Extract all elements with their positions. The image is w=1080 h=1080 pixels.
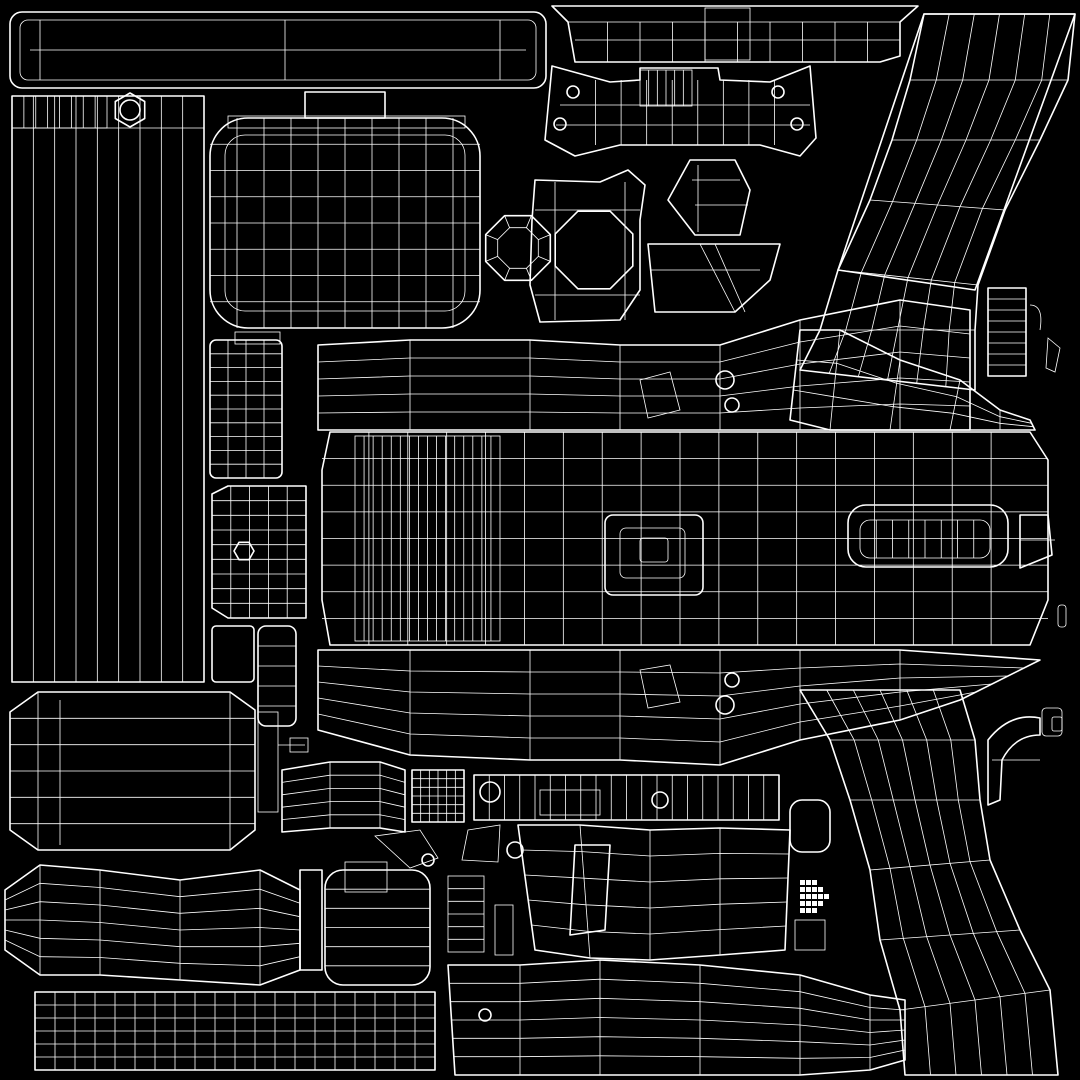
magazine-curved xyxy=(517,799,831,961)
bracket-upper xyxy=(544,65,817,157)
barrel-lower xyxy=(299,861,906,1076)
trigger-guard-right xyxy=(799,689,1059,1076)
hex-nut-small xyxy=(114,92,146,128)
hex-ring-left xyxy=(484,214,552,282)
top-center-long-bar xyxy=(551,5,919,63)
tall-ribbed-panel xyxy=(11,95,205,683)
hex-box-left xyxy=(211,485,307,619)
cylinder-block-left xyxy=(9,625,309,851)
wedge-block xyxy=(647,243,781,313)
rounded-block xyxy=(209,91,481,329)
top-left-long-bar xyxy=(9,11,547,89)
octagon-housing xyxy=(529,169,646,323)
handguard-lower xyxy=(317,649,1041,766)
stock-lower-left xyxy=(4,864,436,1071)
handguard-upper xyxy=(317,299,971,431)
small-parts-cluster xyxy=(281,761,780,956)
sight-piece xyxy=(667,159,751,236)
main-receiver-body xyxy=(321,431,1067,646)
uv-islands-layer xyxy=(4,5,1076,1076)
small-stack-left xyxy=(209,331,283,479)
tiny-parts-right xyxy=(987,287,1063,737)
